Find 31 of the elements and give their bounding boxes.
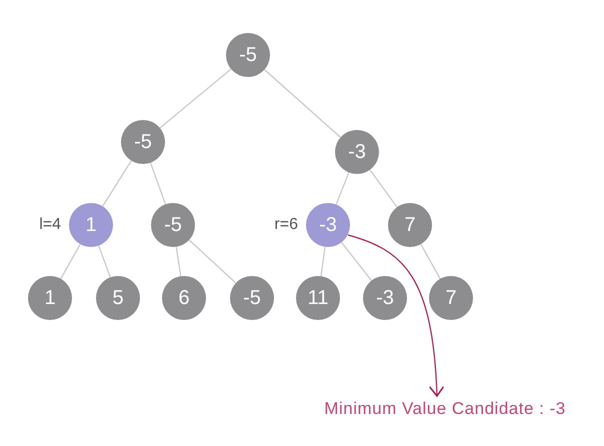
tree-node: -5	[151, 203, 195, 247]
tree-node: -5	[230, 276, 274, 320]
tree-node: -5	[226, 33, 270, 77]
tree-edge	[176, 246, 182, 276]
curved-arrow	[348, 234, 444, 397]
tree-edge	[150, 162, 166, 205]
tree-node: 7	[388, 203, 432, 247]
highlighted-tree-node: 1	[69, 203, 113, 247]
tree-node: 6	[162, 276, 206, 320]
tree-edge	[102, 160, 132, 207]
tree-node: -5	[121, 120, 165, 164]
tree-edge	[98, 245, 111, 278]
tree-edge	[320, 246, 326, 276]
index-label: l=4	[39, 215, 61, 235]
tree-node: 11	[296, 276, 340, 320]
tree-edge	[341, 242, 372, 282]
tree-edge	[336, 172, 350, 205]
tree-node: 5	[96, 276, 140, 320]
tree-edge	[264, 69, 341, 138]
tree-edge	[188, 239, 236, 284]
tree-node: -3	[363, 276, 407, 320]
tree-node: -3	[335, 130, 379, 174]
tree-edge	[369, 169, 398, 208]
tree-node: 7	[429, 276, 473, 320]
index-label: r=6	[274, 215, 298, 235]
tree-edge	[160, 68, 232, 128]
tree-edge	[60, 244, 81, 280]
highlighted-tree-node: -3	[306, 203, 350, 247]
tree-node: 1	[28, 276, 72, 320]
annotation-text: Minimum Value Candidate : -3	[300, 397, 590, 421]
tree-edge	[420, 244, 441, 280]
